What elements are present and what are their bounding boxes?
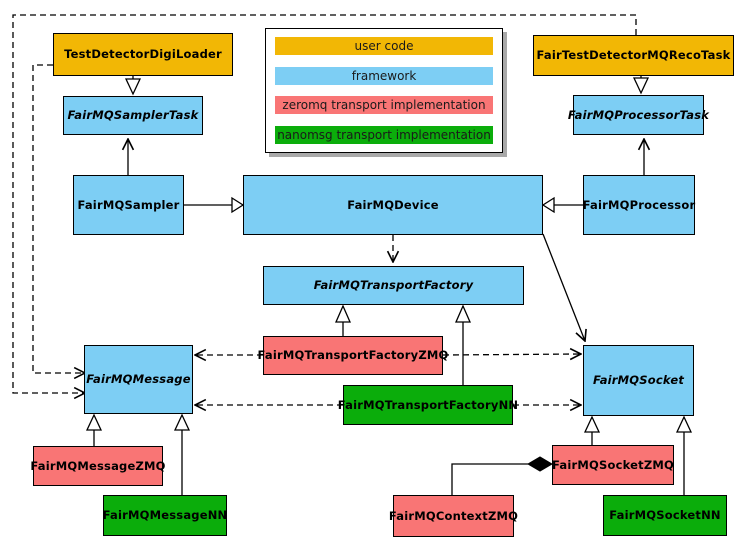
node-fairmq-transport-factory-zmq: FairMQTransportFactoryZMQ [258,336,448,375]
triangle-samplertask [124,78,142,96]
triangle-socket-left [583,415,601,433]
legend-item-framework: framework [275,66,493,85]
node-fairmq-transport-factory-nn: FairMQTransportFactoryNN [338,385,518,425]
legend-item-zeromq: zeromq transport implementation [275,96,493,115]
triangle-message-left [85,413,103,431]
edge-contextzmq-socketzmq [451,463,528,495]
edge-factoryzmq-socket-dashed [442,354,581,355]
legend: user code framework zeromq transport imp… [265,28,503,153]
triangle-processortask [632,77,650,95]
node-fairmq-socket-zmq: FairMQSocketZMQ [552,445,674,485]
edge-recotask-message-dashed [12,14,637,393]
triangle-device-right [541,196,555,214]
legend-item-user-code: user code [275,37,493,55]
node-fairmq-sampler-task: FairMQSamplerTask [63,96,203,135]
node-fairmq-device: FairMQDevice [243,175,543,235]
node-fairmq-message-zmq: FairMQMessageZMQ [30,446,165,486]
edge-digiloader-message-dashed [32,64,85,373]
node-fairmq-processor-task: FairMQProcessorTask [568,95,709,135]
legend-item-nanomsg: nanomsg transport implementation [275,125,493,144]
triangle-message-right [173,413,191,431]
node-fairmq-transport-factory: FairMQTransportFactory [263,266,524,305]
triangle-factory-right [455,304,471,323]
node-fairmq-socket-nn: FairMQSocketNN [603,495,727,536]
node-fairmq-sampler: FairMQSampler [73,175,184,235]
node-fairmq-message: FairMQMessage [84,345,193,414]
node-fairmq-message-nn: FairMQMessageNN [103,495,227,536]
node-test-detector-digi-loader: TestDetectorDigiLoader [53,33,233,76]
edge-device-socket [542,233,585,341]
triangle-factory-left [335,304,351,323]
node-fairmq-context-zmq: FairMQContextZMQ [389,495,518,537]
node-fairmq-processor: FairMQProcessor [583,175,695,235]
composition-diamond [527,456,553,472]
node-fairmq-socket: FairMQSocket [583,345,694,416]
triangle-device-left [231,196,245,214]
node-fair-test-detector-mq-reco-task: FairTestDetectorMQRecoTask [533,35,734,76]
triangle-socket-right [675,415,693,433]
inheritance-arrowheads [85,77,693,433]
